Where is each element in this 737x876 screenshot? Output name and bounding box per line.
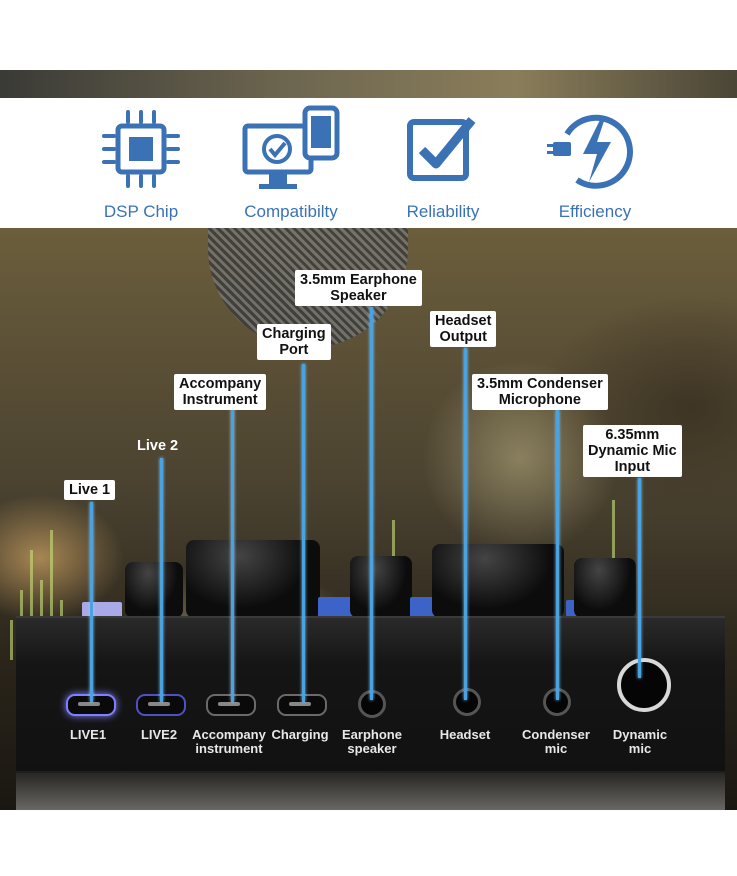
callout-line-live2: [160, 458, 163, 702]
dynamic-mic-jack[interactable]: [617, 658, 671, 712]
callout-live1: Live 1: [64, 480, 116, 500]
feature-label: Efficiency: [558, 202, 632, 221]
callout-charging: Charging Port: [257, 324, 331, 360]
feature-dsp-chip: DSP Chip: [66, 98, 216, 228]
callout-line-charging: [302, 364, 305, 702]
callout-dynamic: 6.35mm Dynamic Mic Input: [583, 425, 682, 477]
callout-headset: Headset Output: [430, 311, 497, 347]
headset-volume-knob[interactable]: [432, 544, 564, 618]
sound-wave: [30, 550, 33, 660]
callout-earphone: 3.5mm Earphone Speaker: [295, 270, 422, 306]
port-label-earphone: Earphone speaker: [342, 727, 402, 756]
port-label-headset: Headset: [439, 727, 491, 742]
port-label-charging: Charging: [271, 727, 329, 742]
port-label-dynamic: Dynamic mic: [612, 727, 668, 756]
callout-condenser: 3.5mm Condenser Microphone: [472, 374, 608, 410]
feature-reliability: Reliability: [368, 98, 518, 228]
power-bolt-icon: [547, 114, 633, 189]
port-label-accompany: Accompany instrument: [192, 727, 266, 756]
small-knob[interactable]: [125, 562, 183, 618]
blue-button[interactable]: [318, 597, 354, 617]
top-banner: [0, 70, 737, 98]
accompany-volume-knob[interactable]: [186, 540, 320, 618]
bottom-whitespace: [0, 810, 737, 876]
feature-label: Reliability: [406, 202, 480, 221]
callout-line-headset: [464, 348, 467, 700]
feature-label: Compatibilty: [244, 202, 338, 221]
callout-line-dynamic: [638, 478, 641, 678]
sound-wave: [50, 530, 53, 660]
feature-efficiency: Efficiency: [520, 98, 670, 228]
callout-line-accompany: [231, 409, 234, 702]
port-label-live2: LIVE2: [140, 727, 178, 742]
callout-line-condenser: [556, 410, 559, 700]
feature-label: DSP Chip: [103, 202, 179, 221]
dsp-chip-icon: [102, 110, 180, 188]
earphone-volume-knob[interactable]: [350, 556, 412, 618]
callout-line-earphone: [370, 307, 373, 700]
callout-live2: Live 2: [137, 438, 179, 454]
headset-jack[interactable]: [453, 688, 481, 716]
panel-reflection: [16, 771, 725, 811]
callout-accompany: Accompany Instrument: [174, 374, 267, 410]
feature-strip: DSP Chip Compatibilty Reliability Effici…: [0, 98, 737, 228]
checkbox-icon: [407, 117, 476, 181]
mic-volume-knob[interactable]: [574, 558, 636, 618]
feature-compatibility: Compatibilty: [216, 98, 366, 228]
port-label-condenser: Condenser mic: [522, 727, 590, 756]
port-label-live1: LIVE1: [69, 727, 107, 742]
sound-wave: [10, 620, 13, 660]
devices-check-icon: [242, 105, 340, 189]
blue-button[interactable]: [410, 597, 436, 617]
callout-line-live1: [90, 502, 93, 702]
